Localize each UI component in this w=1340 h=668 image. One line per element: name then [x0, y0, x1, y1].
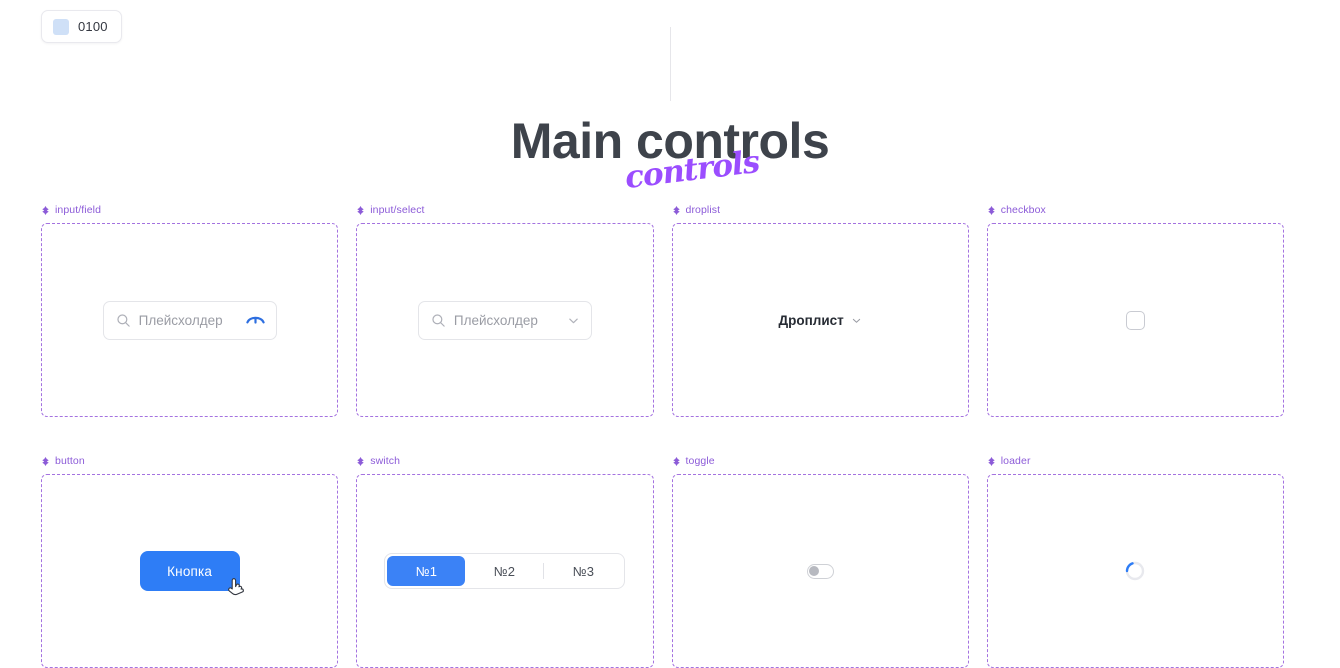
component-cell-checkbox: checkbox	[986, 203, 1302, 417]
component-frame-input-field: Плейсхолдер	[41, 223, 339, 417]
search-input[interactable]: Плейсхолдер	[102, 300, 277, 340]
page-title-main: Main controls	[510, 113, 830, 169]
component-label-toggle: toggle	[672, 454, 969, 468]
color-swatch-label: 0100	[78, 19, 108, 34]
component-frame-button: Кнопка	[41, 474, 339, 668]
component-cell-input-select: input/select Плейсхолдер	[356, 203, 671, 417]
component-label-button: button	[41, 454, 338, 468]
component-frame-input-select: Плейсхолдер	[356, 223, 654, 417]
segmented-switch: №1 №2 №3	[384, 553, 626, 589]
component-diamond-icon	[988, 456, 995, 466]
component-label-input-field: input/field	[41, 203, 338, 217]
toggle-switch[interactable]	[806, 563, 834, 579]
component-label-text: input/field	[55, 204, 102, 216]
eye-icon[interactable]	[245, 313, 265, 327]
component-label-checkbox: checkbox	[987, 203, 1284, 217]
component-frame-checkbox	[986, 223, 1284, 417]
chevron-down-icon	[852, 318, 860, 323]
toggle-knob	[809, 566, 820, 576]
component-diamond-icon	[42, 456, 49, 466]
segment-option-3[interactable]: №3	[572, 563, 594, 579]
segment-option-1[interactable]: №1	[387, 556, 466, 586]
component-label-text: checkbox	[1000, 204, 1046, 216]
droplist-label: Дроплист	[778, 312, 844, 328]
segment-divider	[543, 563, 545, 579]
select-input[interactable]: Плейсхолдер	[417, 300, 592, 340]
component-label-text: toggle	[685, 455, 715, 467]
component-label-text: loader	[1000, 455, 1031, 467]
component-frame-droplist: Дроплист	[671, 223, 969, 417]
component-cell-toggle: toggle	[671, 454, 987, 668]
search-input-placeholder: Плейсхолдер	[138, 312, 223, 328]
color-swatch-badge[interactable]: 0100	[41, 10, 122, 43]
search-icon	[432, 313, 445, 327]
component-diamond-icon	[357, 456, 364, 466]
component-label-loader: loader	[987, 454, 1284, 468]
component-cell-switch: switch №1 №2 №3	[356, 454, 671, 668]
select-input-placeholder: Плейсхолдер	[453, 312, 538, 328]
component-diamond-icon	[672, 456, 680, 466]
component-row-1: input/field Плейсхолдер	[41, 203, 1302, 417]
vertical-guide-line	[670, 27, 671, 101]
component-row-2: button Кнопка switch №1	[41, 454, 1302, 668]
droplist-trigger[interactable]: Дроплист	[778, 313, 861, 328]
checkbox-input[interactable]	[1125, 310, 1145, 330]
component-label-text: switch	[370, 455, 401, 467]
component-diamond-icon	[988, 205, 995, 215]
chevron-down-icon[interactable]	[567, 314, 580, 327]
component-label-text: button	[55, 455, 85, 467]
component-diamond-icon	[42, 205, 49, 215]
component-cell-loader: loader	[986, 454, 1302, 668]
component-diamond-icon	[672, 205, 680, 215]
component-label-switch: switch	[356, 454, 653, 468]
component-frame-toggle	[671, 474, 969, 668]
component-label-droplist: droplist	[672, 203, 969, 217]
button-wrapper: Кнопка	[139, 551, 244, 596]
component-cell-button: button Кнопка	[41, 454, 356, 668]
search-icon	[116, 313, 130, 327]
component-diamond-icon	[357, 205, 364, 215]
component-cell-input-field: input/field Плейсхолдер	[41, 203, 356, 417]
component-frame-loader	[986, 474, 1284, 668]
color-swatch-icon	[53, 18, 69, 35]
component-label-text: droplist	[685, 204, 721, 216]
loading-spinner-icon	[1126, 561, 1145, 581]
component-frame-switch: №1 №2 №3	[356, 474, 654, 668]
component-cell-droplist: droplist Дроплист	[671, 203, 987, 417]
component-grid: input/field Плейсхолдер	[41, 203, 1302, 668]
segment-option-2[interactable]: №2	[493, 563, 515, 579]
component-label-input-select: input/select	[356, 203, 653, 217]
primary-button[interactable]: Кнопка	[139, 551, 240, 591]
page-title: Main controls controls	[0, 112, 1340, 196]
component-label-text: input/select	[370, 204, 425, 216]
